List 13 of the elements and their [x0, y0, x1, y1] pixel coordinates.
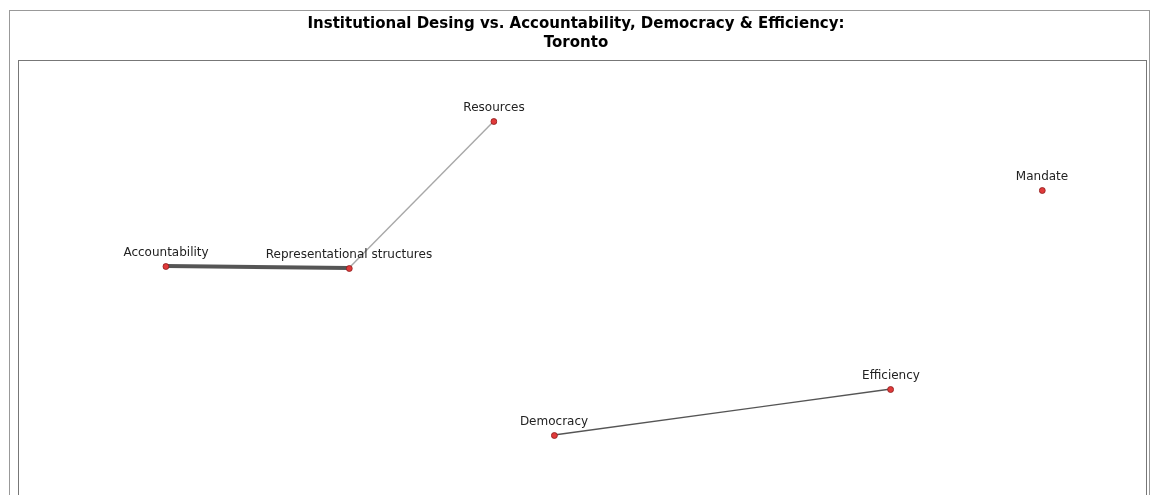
- node-label: Resources: [463, 99, 525, 114]
- node-label: Democracy: [519, 413, 589, 428]
- network-node: [519, 413, 589, 439]
- node-label: Efficiency: [862, 367, 920, 382]
- node-label: Accountability: [123, 244, 209, 259]
- node-label: Representational structures: [265, 246, 433, 261]
- network-node: [862, 367, 920, 393]
- network-node: [463, 99, 525, 125]
- network-node: [123, 244, 209, 270]
- chart-title: Institutional Desing vs. Accountability, Democracy & Efficiency: Toronto: [306, 14, 846, 52]
- network-node: [265, 246, 433, 272]
- node-label: Mandate: [1015, 168, 1069, 183]
- network-node: [1015, 168, 1069, 194]
